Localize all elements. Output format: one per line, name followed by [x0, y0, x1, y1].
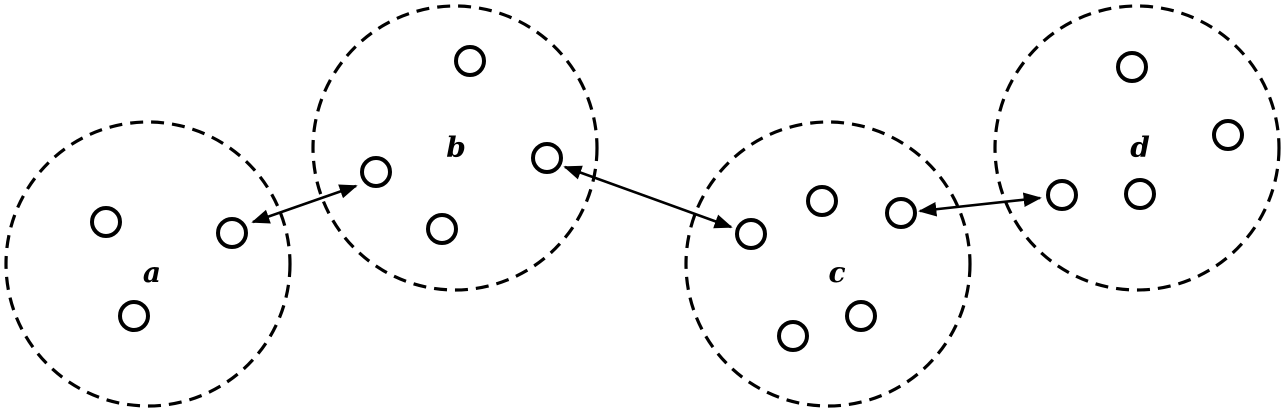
- node-d2: [1116, 51, 1148, 83]
- node-c4: [845, 300, 877, 332]
- cluster-d-boundary: [993, 4, 1281, 292]
- node-a3: [118, 300, 150, 332]
- node-b3: [531, 142, 563, 174]
- node-d4: [1124, 178, 1156, 210]
- node-a2: [216, 217, 248, 249]
- node-b1: [360, 156, 392, 188]
- node-c3: [885, 197, 917, 229]
- labels-layer: a b c d: [143, 131, 1150, 289]
- node-c2: [806, 185, 838, 217]
- cluster-d-label: d: [1130, 131, 1150, 164]
- edge-a-b: [251, 184, 358, 224]
- node-b4: [426, 213, 458, 245]
- cluster-a-boundary: [4, 120, 292, 408]
- edge-b-c: [563, 165, 733, 229]
- cluster-b-boundary: [311, 4, 599, 292]
- node-c1: [735, 218, 767, 250]
- nodes-layer: [90, 45, 1244, 352]
- node-c5: [777, 320, 809, 352]
- node-d1: [1046, 179, 1078, 211]
- edges-layer: [251, 165, 1042, 229]
- edge-c-d: [918, 192, 1042, 217]
- clusters-layer: [4, 4, 1281, 408]
- cluster-c-label: c: [828, 256, 845, 289]
- cluster-a-label: a: [143, 256, 161, 289]
- node-a1: [90, 206, 122, 238]
- node-b2: [454, 45, 486, 77]
- cluster-c-boundary: [684, 120, 972, 408]
- cluster-b-label: b: [446, 131, 466, 164]
- node-d3: [1212, 119, 1244, 151]
